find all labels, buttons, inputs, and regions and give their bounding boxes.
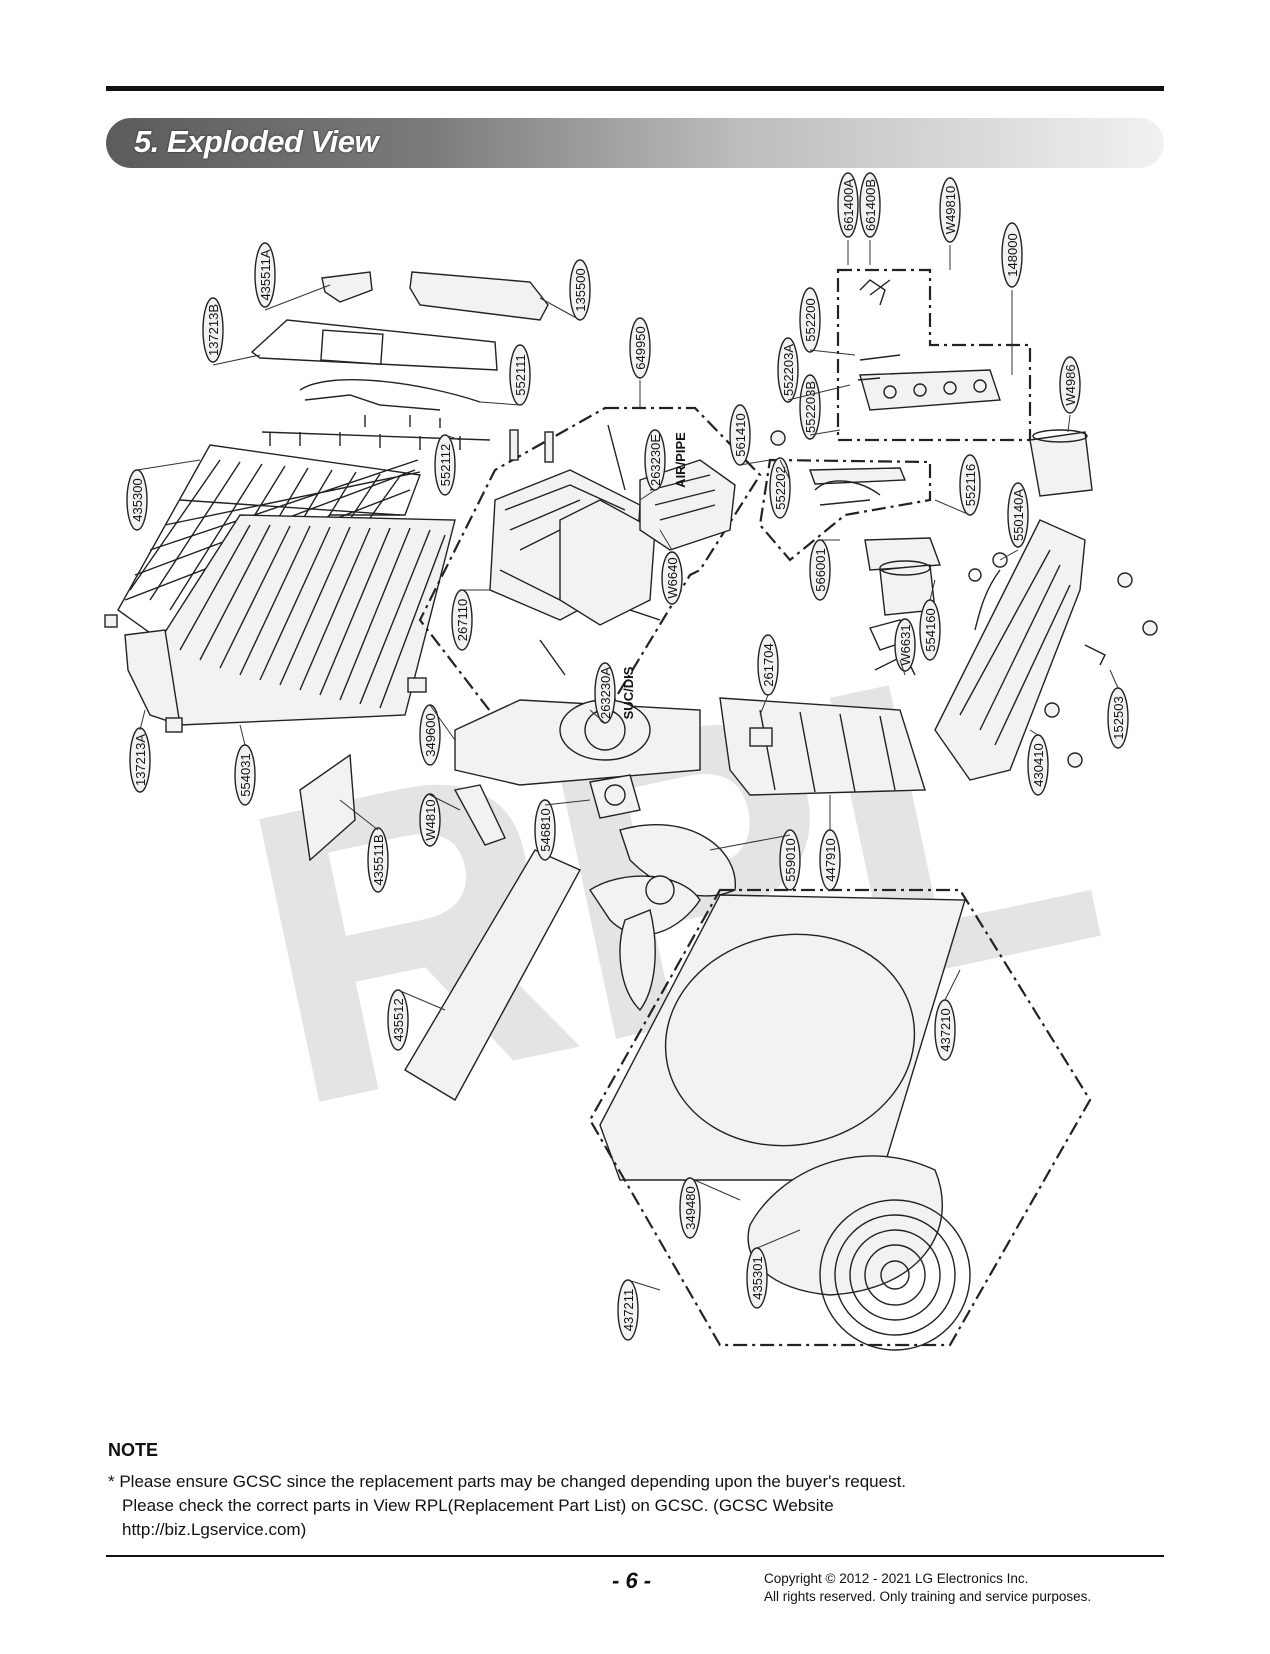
- side-panels: [299, 753, 966, 1181]
- label-552111: 552111: [513, 354, 528, 395]
- note-body: * Please ensure GCSC since the replaceme…: [108, 1470, 1088, 1542]
- page-number: - 6 -: [612, 1568, 652, 1593]
- label-349480: 349480: [683, 1186, 698, 1229]
- section-banner: 5. Exploded View: [106, 118, 1164, 168]
- label-W49810: W49810: [943, 186, 958, 234]
- bottom-rule: [106, 1555, 1164, 1557]
- label-W4810: W4810: [423, 799, 438, 840]
- label-661400B: 661400B: [863, 179, 878, 231]
- label-554160: 554160: [923, 608, 938, 651]
- copyright-line-2: All rights reserved. Only training and s…: [764, 1589, 1092, 1604]
- label-435300: 435300: [130, 478, 145, 521]
- label-552116: 552116: [963, 464, 978, 506]
- label-550140A: 550140A: [1011, 489, 1026, 541]
- front-grille-group: [588, 888, 1092, 1351]
- label-554031: 554031: [238, 753, 253, 796]
- label-267110: 267110: [455, 599, 470, 641]
- note-line-3: http://biz.Lgservice.com): [122, 1520, 307, 1539]
- label-148000: 148000: [1005, 233, 1020, 276]
- top-cover-group: [250, 271, 549, 450]
- label-552202: 552202: [773, 466, 788, 509]
- label-546810: 546810: [538, 808, 553, 851]
- label-552112: 552112: [438, 444, 453, 486]
- label-561410: 561410: [733, 413, 748, 456]
- note-line-2: Please check the correct parts in View R…: [122, 1496, 834, 1515]
- label-435511B: 435511B: [371, 834, 386, 885]
- copyright-line-1: Copyright © 2012 - 2021 LG Electronics I…: [764, 1571, 1029, 1586]
- part-callouts: 661400A 661400B W49810 148000 552200 552…: [126, 172, 1129, 1341]
- label-W4986: W4986: [1063, 364, 1078, 405]
- exploded-view-diagram: RPL: [0, 170, 1270, 1440]
- top-rule: [106, 86, 1164, 91]
- label-437210: 437210: [938, 1008, 953, 1051]
- section-title: 5. Exploded View: [134, 124, 379, 159]
- label-W6640: W6640: [665, 557, 680, 598]
- note-title: NOTE: [108, 1440, 159, 1460]
- label-649950: 649950: [633, 326, 648, 369]
- label-349600: 349600: [423, 713, 438, 756]
- base-pan: [934, 519, 1158, 781]
- condenser-coil: [104, 514, 456, 733]
- label-447910: 447910: [823, 838, 838, 881]
- label-261704: 261704: [761, 643, 776, 686]
- note-line-1: * Please ensure GCSC since the replaceme…: [108, 1472, 907, 1491]
- label-559010: 559010: [783, 838, 798, 881]
- control-box-group: [418, 406, 762, 752]
- label-W6631: W6631: [898, 624, 913, 665]
- label-135500: 135500: [573, 268, 588, 311]
- barrier-motor-group: [453, 697, 926, 846]
- label-263230A: 263230A: [598, 667, 613, 719]
- label-552203B: 552203B: [803, 381, 818, 433]
- label-661400A: 661400A: [841, 179, 856, 231]
- leader-lines: [136, 240, 1119, 1291]
- label-552200: 552200: [803, 298, 818, 341]
- label-263230E: 263230E: [648, 434, 663, 486]
- label-air-pipe: AIR/PIPE: [673, 432, 688, 488]
- valve-assembly-group: [836, 268, 1093, 497]
- label-435301: 435301: [750, 1256, 765, 1299]
- label-437211: 437211: [621, 1289, 636, 1331]
- exploded-view-drawing: RPL: [104, 172, 1158, 1351]
- compressor-group: [864, 537, 1008, 676]
- label-435512: 435512: [391, 998, 406, 1041]
- label-137213B: 137213B: [206, 304, 221, 356]
- label-152503: 152503: [1111, 696, 1126, 739]
- refrigerant-loop-group: [758, 430, 932, 562]
- copyright: Copyright © 2012 - 2021 LG Electronics I…: [764, 1570, 1091, 1606]
- label-566001: 566001: [813, 548, 828, 591]
- label-552203A: 552203A: [781, 344, 796, 396]
- label-suc-dis: SUC/DIS: [621, 666, 636, 719]
- label-137213A: 137213A: [133, 734, 148, 786]
- label-430410: 430410: [1031, 743, 1046, 786]
- fan-propeller: [589, 824, 736, 1012]
- label-435511A: 435511A: [258, 249, 273, 300]
